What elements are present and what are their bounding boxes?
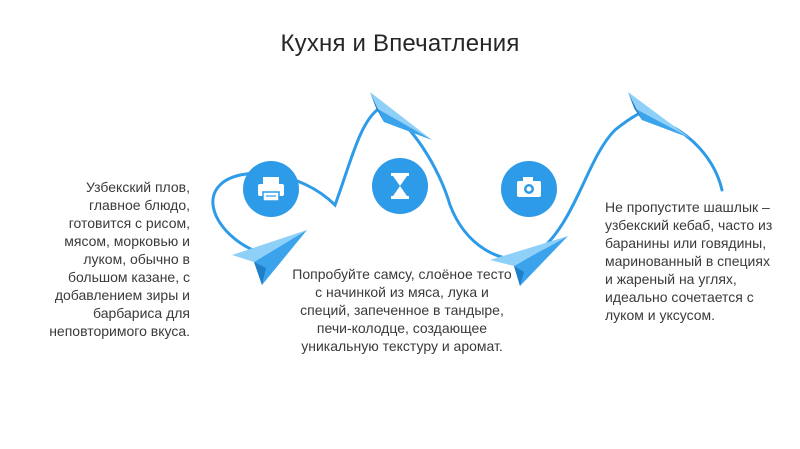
- paper-plane-icon: [490, 236, 568, 286]
- step-1-text: Узбекский плов, главное блюдо, готовится…: [49, 179, 190, 339]
- paper-plane-icon: [628, 92, 690, 138]
- step-2-badge: [372, 158, 428, 214]
- hourglass-icon: [391, 173, 409, 199]
- page-title: Кухня и Впечатления: [280, 30, 520, 57]
- connector-curve-4: [653, 118, 724, 192]
- connector-curve-3: [528, 108, 650, 260]
- step-3-text: Не пропустите шашлык – узбекский кебаб, …: [605, 199, 773, 323]
- step-1-badge: [243, 161, 299, 217]
- printer-icon: [258, 177, 284, 202]
- step-3-badge: [501, 161, 557, 217]
- paper-plane-icon: [370, 92, 432, 140]
- paper-plane-icon: [232, 230, 307, 285]
- camera-icon: [517, 177, 541, 197]
- step-2-text: Попробуйте самсу, слоёное тесто с начинк…: [292, 266, 512, 354]
